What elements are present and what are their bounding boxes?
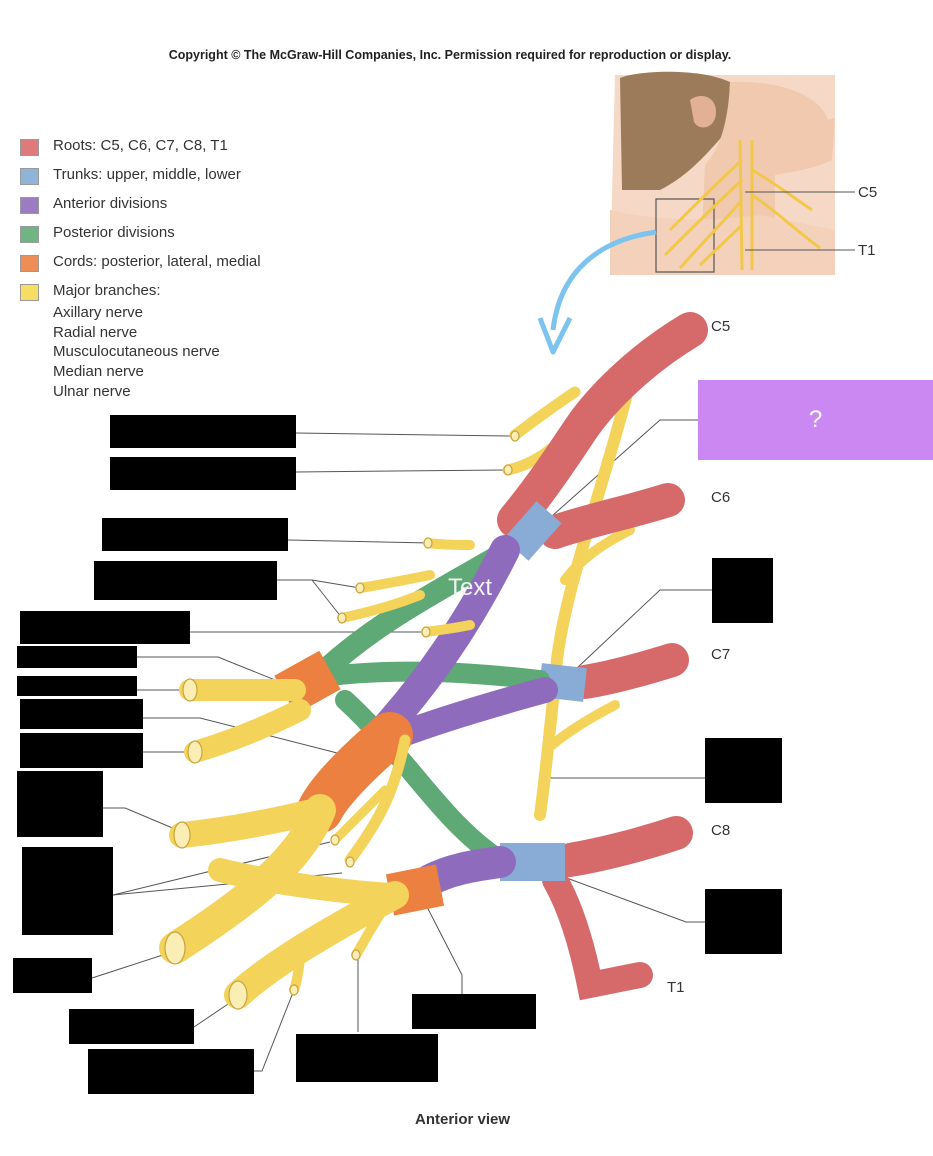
plexus-tubes [159, 312, 708, 1009]
inset-label-t1: T1 [858, 242, 876, 259]
legend-label-trunks: Trunks: upper, middle, lower [53, 166, 241, 183]
legend-branch-list: Axillary nerve Radial nerve Musculocutan… [53, 303, 220, 402]
legend-branch-musculocutaneous: Musculocutaneous nerve [53, 343, 220, 361]
root-c6 [538, 483, 685, 549]
root-t1 [542, 867, 653, 1001]
legend-label-cords: Cords: posterior, lateral, medial [53, 253, 261, 270]
hidden-label-box-16[interactable] [412, 994, 536, 1029]
label-c7: C7 [711, 646, 731, 663]
question-label-box[interactable]: ? [698, 380, 933, 460]
figure-caption: Anterior view [414, 1111, 511, 1128]
label-c5: C5 [711, 318, 731, 335]
overlay-text-label: Text [448, 574, 493, 601]
legend-branch-median: Median nerve [53, 363, 144, 381]
hidden-label-box-3[interactable] [102, 518, 288, 551]
long-thoracic-nerve [534, 384, 634, 821]
hidden-label-box-4[interactable] [94, 561, 277, 600]
ear [690, 96, 716, 128]
trunk-upper [503, 501, 562, 561]
hidden-label-box-13[interactable] [69, 1009, 194, 1044]
hidden-label-box-6[interactable] [17, 646, 137, 668]
hidden-label-box-7[interactable] [17, 676, 137, 696]
hidden-label-box-19[interactable] [705, 889, 782, 954]
legend-label-branches: Major branches: [53, 282, 161, 299]
label-c6: C6 [711, 489, 731, 506]
root-c8 [553, 816, 693, 877]
legend-label-anterior: Anterior divisions [53, 195, 168, 212]
inset-nerves [663, 139, 821, 271]
hidden-label-box-5[interactable] [20, 611, 190, 644]
hidden-label-box-12[interactable] [13, 958, 92, 993]
root-c7 [568, 643, 689, 699]
anterior-division-middle [387, 677, 558, 748]
hidden-label-box-17[interactable] [712, 558, 773, 623]
legend-swatch-posterior [20, 226, 39, 243]
hidden-label-box-18[interactable] [705, 738, 782, 803]
legend-swatch-cords [20, 255, 39, 272]
zoom-arrow [537, 229, 657, 355]
posterior-division-upper [314, 544, 511, 681]
legend-label-roots: Roots: C5, C6, C7, C8, T1 [53, 137, 228, 154]
legend-branch-axillary: Axillary nerve [53, 304, 144, 321]
hidden-label-box-8[interactable] [20, 699, 143, 729]
copyright-notice: Copyright © The McGraw-Hill Companies, I… [168, 48, 732, 62]
legend-branch-ulnar: Ulnar nerve [53, 382, 131, 400]
inset-label-c5: C5 [858, 184, 878, 201]
legend-swatch-trunks [20, 168, 39, 185]
hidden-label-box-9[interactable] [20, 733, 143, 768]
nerve-cut-ends [164, 430, 520, 1010]
legend-branch-radial: Radial nerve [53, 323, 138, 341]
inset-focus-box [655, 198, 715, 273]
head-neck-inset [610, 71, 855, 275]
root-c5 [497, 312, 708, 538]
hidden-label-box-10[interactable] [17, 771, 103, 837]
hidden-label-box-1[interactable] [110, 415, 296, 448]
anterior-division-lower [414, 846, 516, 896]
axillary-nerve [184, 699, 311, 763]
legend-swatch-branches [20, 284, 39, 301]
label-c8: C8 [711, 822, 731, 839]
hidden-label-box-15[interactable] [296, 1034, 438, 1082]
hidden-label-box-14[interactable] [88, 1049, 254, 1094]
legend-swatch-anterior [20, 197, 39, 214]
label-t1: T1 [667, 979, 685, 996]
hidden-label-box-11[interactable] [22, 847, 113, 935]
ulnar-nerve [224, 881, 409, 1009]
posterior-division-lower [335, 690, 510, 870]
legend-swatch-roots [20, 139, 39, 156]
hidden-label-box-2[interactable] [110, 457, 296, 490]
legend-label-posterior: Posterior divisions [53, 224, 175, 241]
